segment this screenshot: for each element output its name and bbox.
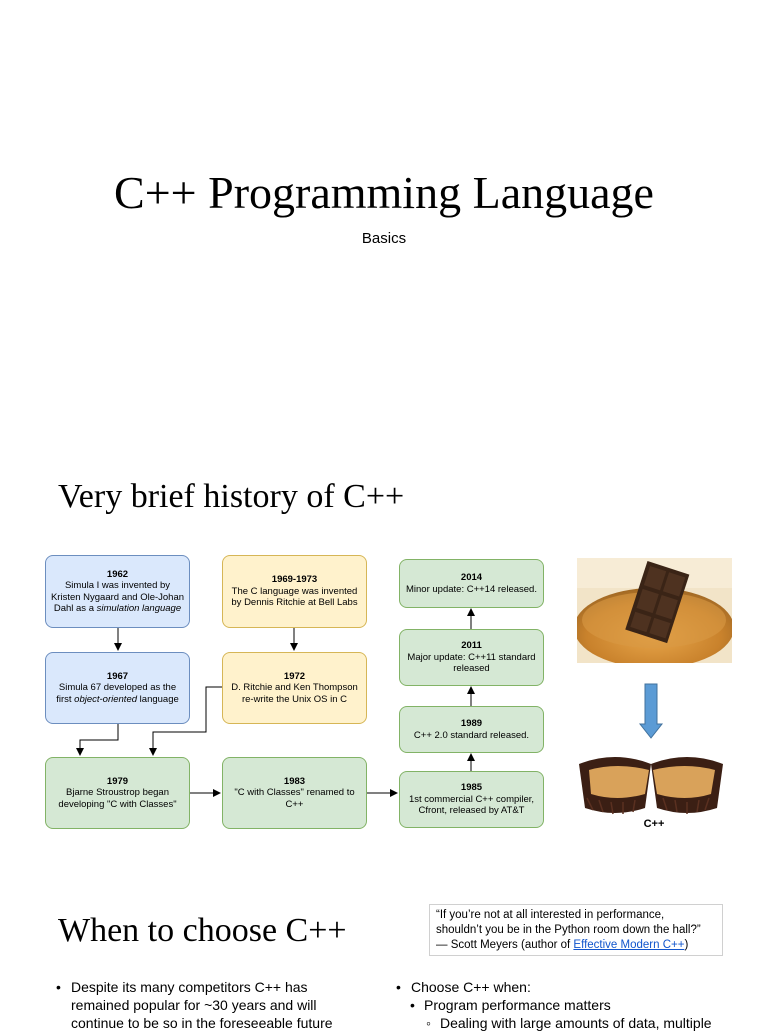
- box-year: 1969-1973: [271, 574, 318, 586]
- slide-title: C++ Programming Language: [114, 167, 654, 218]
- box-text: The C language was invented by Dennis Ri…: [231, 585, 358, 609]
- arrow-1967-1979: [76, 724, 119, 756]
- box-text: Bjarne Stroustrop began developing "C wi…: [58, 787, 177, 810]
- quote-line-2: shouldn’t you be in the Python room down…: [436, 924, 701, 936]
- box-year: 1972: [283, 670, 306, 682]
- timeline-box-2011: 2011 Major update: C++11 standard releas…: [399, 629, 544, 686]
- box-year: 1962: [106, 568, 129, 580]
- timeline-box-1962: 1962 Simula I was invented by Kristen Ny…: [45, 555, 190, 628]
- box-text: C++ 2.0 standard released.: [413, 729, 530, 741]
- box-text: Simula I was invented by Kristen Nygaard…: [50, 580, 185, 614]
- timeline-box-2014: 2014 Minor update: C++14 released.: [399, 559, 544, 608]
- timeline-box-1989: 1989 C++ 2.0 standard released.: [399, 706, 544, 753]
- timeline-box-1969: 1969-1973 The C language was invented by…: [222, 555, 367, 628]
- image-caption: C++: [643, 818, 665, 830]
- book-link[interactable]: Effective Modern C++: [573, 939, 685, 951]
- box-year: 1985: [460, 782, 483, 794]
- box-year: 1989: [460, 718, 483, 729]
- list-item: Program performance matters: [396, 996, 716, 1014]
- timeline-box-1972: 1972 D. Ritchie and Ken Thompson re-writ…: [222, 652, 367, 724]
- box-text: D. Ritchie and Ken Thompson re-write the…: [231, 682, 358, 705]
- box-text: Major update: C++11 standard released: [407, 651, 536, 675]
- box-year: 2014: [460, 572, 483, 583]
- slide-subtitle: Basics: [361, 230, 407, 247]
- box-year: 1967: [106, 670, 129, 682]
- quote-line-1: “If you’re not at all interested in perf…: [436, 909, 665, 921]
- down-arrow-icon: [638, 683, 664, 739]
- box-text: Minor update: C++14 released.: [406, 583, 537, 595]
- timeline-box-1967: 1967 Simula 67 developed as the first ob…: [45, 652, 190, 724]
- history-title: Very brief history of C++: [58, 478, 405, 515]
- peanut-butter-cups-image: [579, 757, 723, 815]
- quote-box: “If you’re not at all interested in perf…: [429, 904, 723, 956]
- list-item: Choose C++ when:: [396, 978, 716, 996]
- box-text: "C with Classes" renamed to C++: [234, 787, 355, 810]
- box-text: Simula 67 developed as the first object-…: [56, 682, 179, 705]
- timeline-box-1979: 1979 Bjarne Stroustrop began developing …: [45, 757, 190, 829]
- box-year: 2011: [461, 640, 482, 652]
- timeline-box-1985: 1985 1st commercial C++ compiler, Cfront…: [399, 771, 544, 828]
- box-year: 1979: [106, 775, 129, 787]
- box-year: 1983: [283, 775, 306, 787]
- timeline-box-1983: 1983 "C with Classes" renamed to C++: [222, 757, 367, 829]
- chocolate-peanut-butter-image: [577, 558, 732, 663]
- quote-attribution: — Scott Meyers (author of Effective Mode…: [436, 939, 689, 951]
- box-text: 1st commercial C++ compiler, Cfront, rel…: [408, 793, 535, 817]
- choose-title: When to choose C++: [58, 912, 347, 949]
- list-item: Dealing with large amounts of data, mult…: [396, 1014, 716, 1032]
